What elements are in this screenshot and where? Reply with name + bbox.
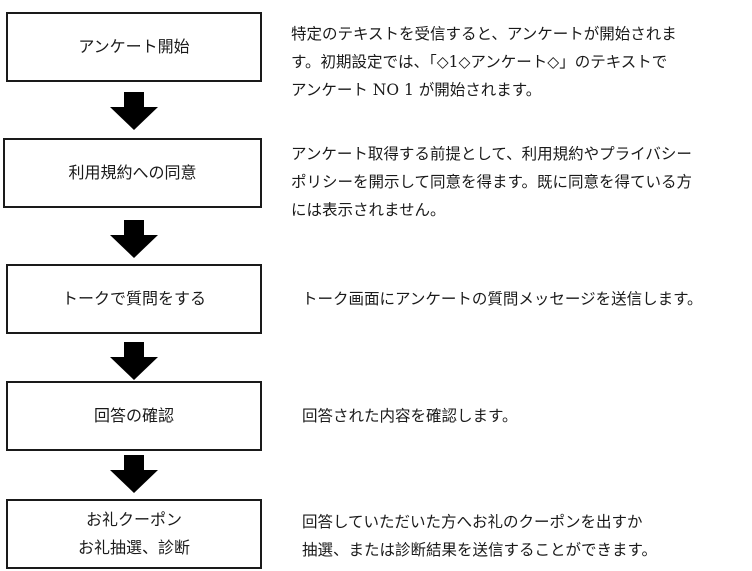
description-line: 特定のテキストを受信すると、アンケートが開始されま: [291, 25, 677, 43]
step-box-survey-start: アンケート開始: [6, 12, 262, 82]
step-description-terms-agreement: アンケート取得する前提として、利用規約やプライバシー ポリシーを開示して同意を得…: [291, 140, 692, 224]
down-arrow-icon: [110, 342, 158, 380]
description-line: には表示されません。: [291, 201, 446, 219]
step-label: お礼クーポン: [85, 510, 182, 529]
down-arrow-icon: [110, 455, 158, 493]
description-line: ポリシーを開示して同意を得ます。既に同意を得ている方: [291, 173, 692, 191]
step-label: トークで質問をする: [61, 289, 206, 308]
step-box-ask-questions: トークで質問をする: [6, 264, 262, 334]
description-line: アンケート NO 1 が開始されます。: [291, 81, 542, 99]
description-line: 抽選、または診断結果を送信することができます。: [302, 541, 657, 559]
step-description-survey-start: 特定のテキストを受信すると、アンケートが開始されま す。初期設定では、「◇1◇ア…: [291, 20, 677, 104]
step-label: お礼抽選、診断: [77, 538, 190, 557]
step-label: アンケート開始: [78, 37, 190, 56]
step-box-reward-coupon: お礼クーポン お礼抽選、診断: [6, 499, 262, 569]
down-arrow-icon: [110, 92, 158, 130]
step-label: 利用規約への同意: [68, 163, 197, 182]
down-arrow-icon: [110, 220, 158, 258]
description-line: 回答していただいた方へお礼のクーポンを出すか: [302, 513, 643, 531]
step-box-check-answers: 回答の確認: [6, 381, 262, 451]
step-description-check-answers: 回答された内容を確認します。: [302, 402, 517, 430]
step-description-reward-coupon: 回答していただいた方へお礼のクーポンを出すか 抽選、または診断結果を送信すること…: [302, 508, 657, 564]
step-box-terms-agreement: 利用規約への同意: [3, 138, 262, 208]
step-label: 回答の確認: [93, 406, 174, 425]
description-line: アンケート取得する前提として、利用規約やプライバシー: [291, 145, 692, 163]
step-description-ask-questions: トーク画面にアンケートの質問メッセージを送信します。: [302, 285, 703, 313]
description-line: トーク画面にアンケートの質問メッセージを送信します。: [302, 290, 703, 308]
description-line: す。初期設定では、「◇1◇アンケート◇」のテキストで: [291, 53, 668, 71]
description-line: 回答された内容を確認します。: [302, 407, 518, 425]
